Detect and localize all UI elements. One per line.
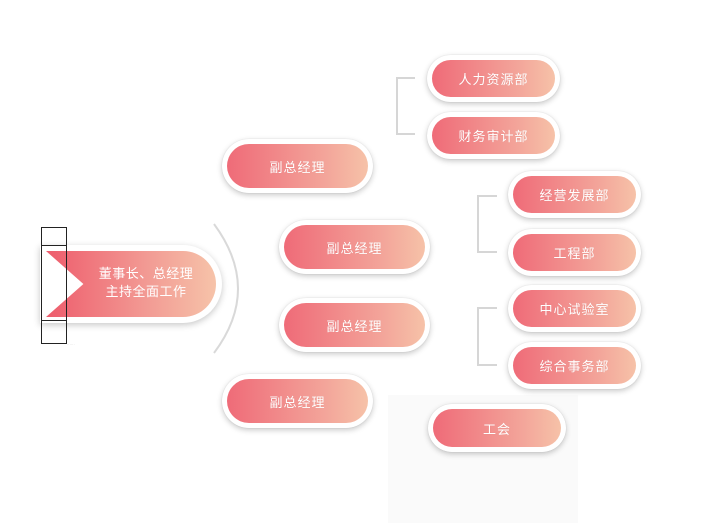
dept-finance-label: 财务审计部 [432,117,555,154]
dept-engineering-node[interactable]: 工程部 [508,229,641,276]
selection-frame-top-line [41,245,67,246]
bracket-middle [477,195,497,253]
dept-union-label: 工会 [433,409,561,447]
deputy-node-4[interactable]: 副总经理 [222,374,373,428]
dept-hr-node[interactable]: 人力资源部 [427,55,560,102]
dept-engineering-label: 工程部 [513,234,636,271]
bracket-top [396,77,415,135]
dept-lab-node[interactable]: 中心试验室 [508,285,641,332]
root-arc-connector [213,223,239,354]
tiny-caption: ·· ··· · [67,342,75,346]
root-title-line2: 主持全面工作 [105,285,187,300]
dept-finance-node[interactable]: 财务审计部 [427,112,560,159]
root-title-line1: 董事长、总经理 [98,267,194,282]
dept-operations-label: 经营发展部 [513,176,636,213]
bracket-bottom [477,307,497,366]
dept-operations-node[interactable]: 经营发展部 [508,171,641,218]
selection-frame [41,227,67,344]
deputy-node-2[interactable]: 副总经理 [279,220,430,274]
deputy-label-2: 副总经理 [284,225,425,269]
root-node[interactable]: 董事长、总经理 主持全面工作 [40,245,222,323]
dept-lab-label: 中心试验室 [513,290,636,327]
selection-frame-bottom-line [41,320,67,321]
deputy-label-3: 副总经理 [284,303,425,347]
deputy-node-3[interactable]: 副总经理 [279,298,430,352]
deputy-label-1: 副总经理 [227,144,368,188]
dept-general-affairs-node[interactable]: 综合事务部 [508,342,641,389]
deputy-label-4: 副总经理 [227,379,368,423]
dept-hr-label: 人力资源部 [432,60,555,97]
deputy-node-1[interactable]: 副总经理 [222,139,373,193]
dept-general-affairs-label: 综合事务部 [513,347,636,384]
dept-union-node[interactable]: 工会 [428,404,566,452]
